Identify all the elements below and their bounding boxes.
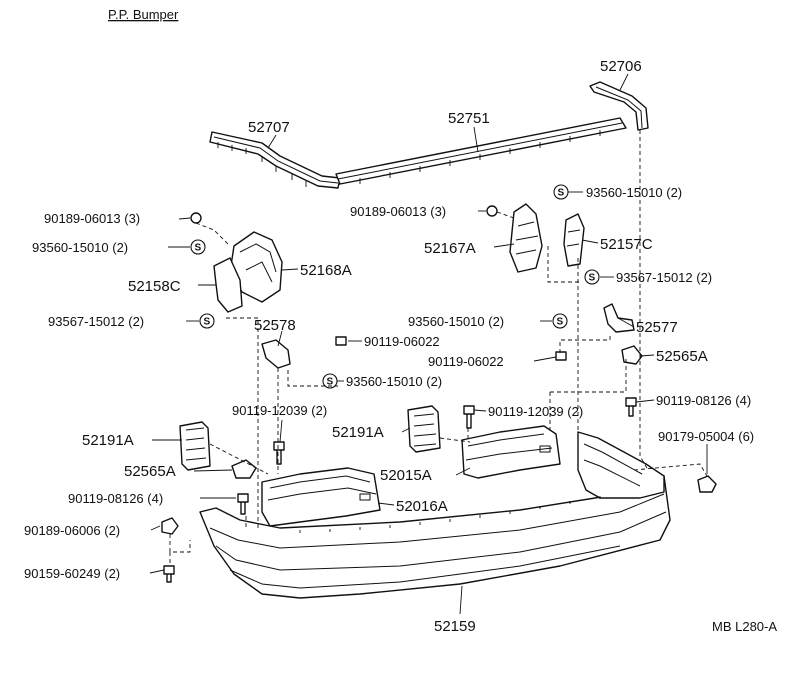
label-bracket-52167A: 52167A [424,240,476,257]
screw-symbol-icon: S [199,313,215,329]
label-screw-93560-15010-left: 93560-15010 (2) [32,240,128,255]
label-bolt-90119-06022-left: 90119-06022 [364,334,440,349]
label-molding-52706: 52706 [600,58,642,75]
label-retainer-52565A-left: 52565A [124,463,176,480]
molding-52707-shape [209,131,341,189]
bolt-90119-12039-left-shape [273,441,285,465]
bracket-52157C-shape [563,213,585,267]
label-screw-90159-60249: 90159-60249 (2) [24,566,120,581]
bolt-90119-06022-right-shape [555,351,567,361]
screw-symbol-icon: S [190,239,206,255]
retainer-52565A-right-shape [621,345,643,365]
clip-90189-06006-shape [161,517,179,535]
bracket-52167A-shape [509,203,543,273]
svg-text:S: S [557,317,564,328]
label-molding-52707: 52707 [248,119,290,136]
label-bolt-90119-08126-left: 90119-08126 (4) [68,491,163,506]
label-bolt-90119-06022-right: 90119-06022 [428,354,504,369]
molding-52751-shape [335,117,627,185]
label-screw-93560-15010-mid-right: 93560-15010 (2) [408,314,504,329]
label-screw-93560-15010-center: 93560-15010 (2) [346,374,442,389]
screw-90159-60249-shape [163,565,175,583]
label-bolt-90119-12039-right: 90119-12039 (2) [488,404,583,419]
label-reinforcement-52015A: 52015A [380,467,432,484]
label-retainer-52565A-right: 52565A [656,348,708,365]
bolt-90119-06022-left-shape [335,336,347,346]
svg-text:S: S [204,317,211,328]
stopper-52191A-right-shape [407,405,441,453]
retainer-52565A-left-shape [231,459,257,479]
label-clip-90189-06006: 90189-06006 (2) [24,523,120,538]
label-bracket-52157C: 52157C [600,236,653,253]
screw-symbol-icon: S [584,269,600,285]
label-bolt-90119-08126-right: 90119-08126 (4) [656,393,751,408]
diagram-title: P.P. Bumper [108,7,179,22]
label-screw-93567-15012-right: 93567-15012 (2) [616,270,712,285]
label-bracket-52577: 52577 [636,319,678,336]
bumper-cover-52159-shape [199,431,671,599]
screw-symbol-icon: S [553,184,569,200]
stopper-52191A-left-shape [179,421,211,471]
label-molding-52751: 52751 [448,110,490,127]
label-clip-90189-06013-right: 90189-06013 (3) [350,204,446,219]
bracket-52168A-shape [229,231,283,303]
label-reinforcement-52016A: 52016A [396,498,448,515]
nut-90179-05004-shape [697,475,717,493]
reinforcement-52015A-shape [461,425,561,479]
label-nut-90179-05004: 90179-05004 (6) [658,429,754,444]
svg-text:S: S [195,243,202,254]
clip-90189-06013-left-shape [190,212,202,224]
bolt-90119-12039-right-shape [463,405,475,429]
label-stopper-52191A-left: 52191A [82,432,134,449]
bracket-52577-shape [603,303,635,333]
label-clip-90189-06013-left: 90189-06013 (3) [44,211,140,226]
bracket-52578-shape [261,339,291,369]
label-bracket-52578: 52578 [254,317,296,334]
bracket-52158C-shape [213,257,243,313]
reinforcement-52016A-shape [261,467,381,527]
screw-symbol-icon: S [552,313,568,329]
label-bracket-52168A: 52168A [300,262,352,279]
label-bracket-52158C: 52158C [128,278,181,295]
label-bolt-90119-12039-left: 90119-12039 (2) [232,403,327,418]
svg-text:S: S [558,188,565,199]
label-screw-93567-15012-left: 93567-15012 (2) [48,314,144,329]
bolt-90119-08126-right-shape [625,397,637,417]
diagram-code: MB L280-A [712,619,777,634]
svg-text:S: S [327,377,334,388]
bolt-90119-08126-left-shape [237,493,249,515]
label-bumper-cover-52159: 52159 [434,618,476,635]
clip-90189-06013-right-shape [486,205,498,217]
label-screw-93560-15010-top-right: 93560-15010 (2) [586,185,682,200]
svg-text:S: S [589,273,596,284]
label-stopper-52191A-right: 52191A [332,424,384,441]
molding-52706-shape [589,81,649,131]
